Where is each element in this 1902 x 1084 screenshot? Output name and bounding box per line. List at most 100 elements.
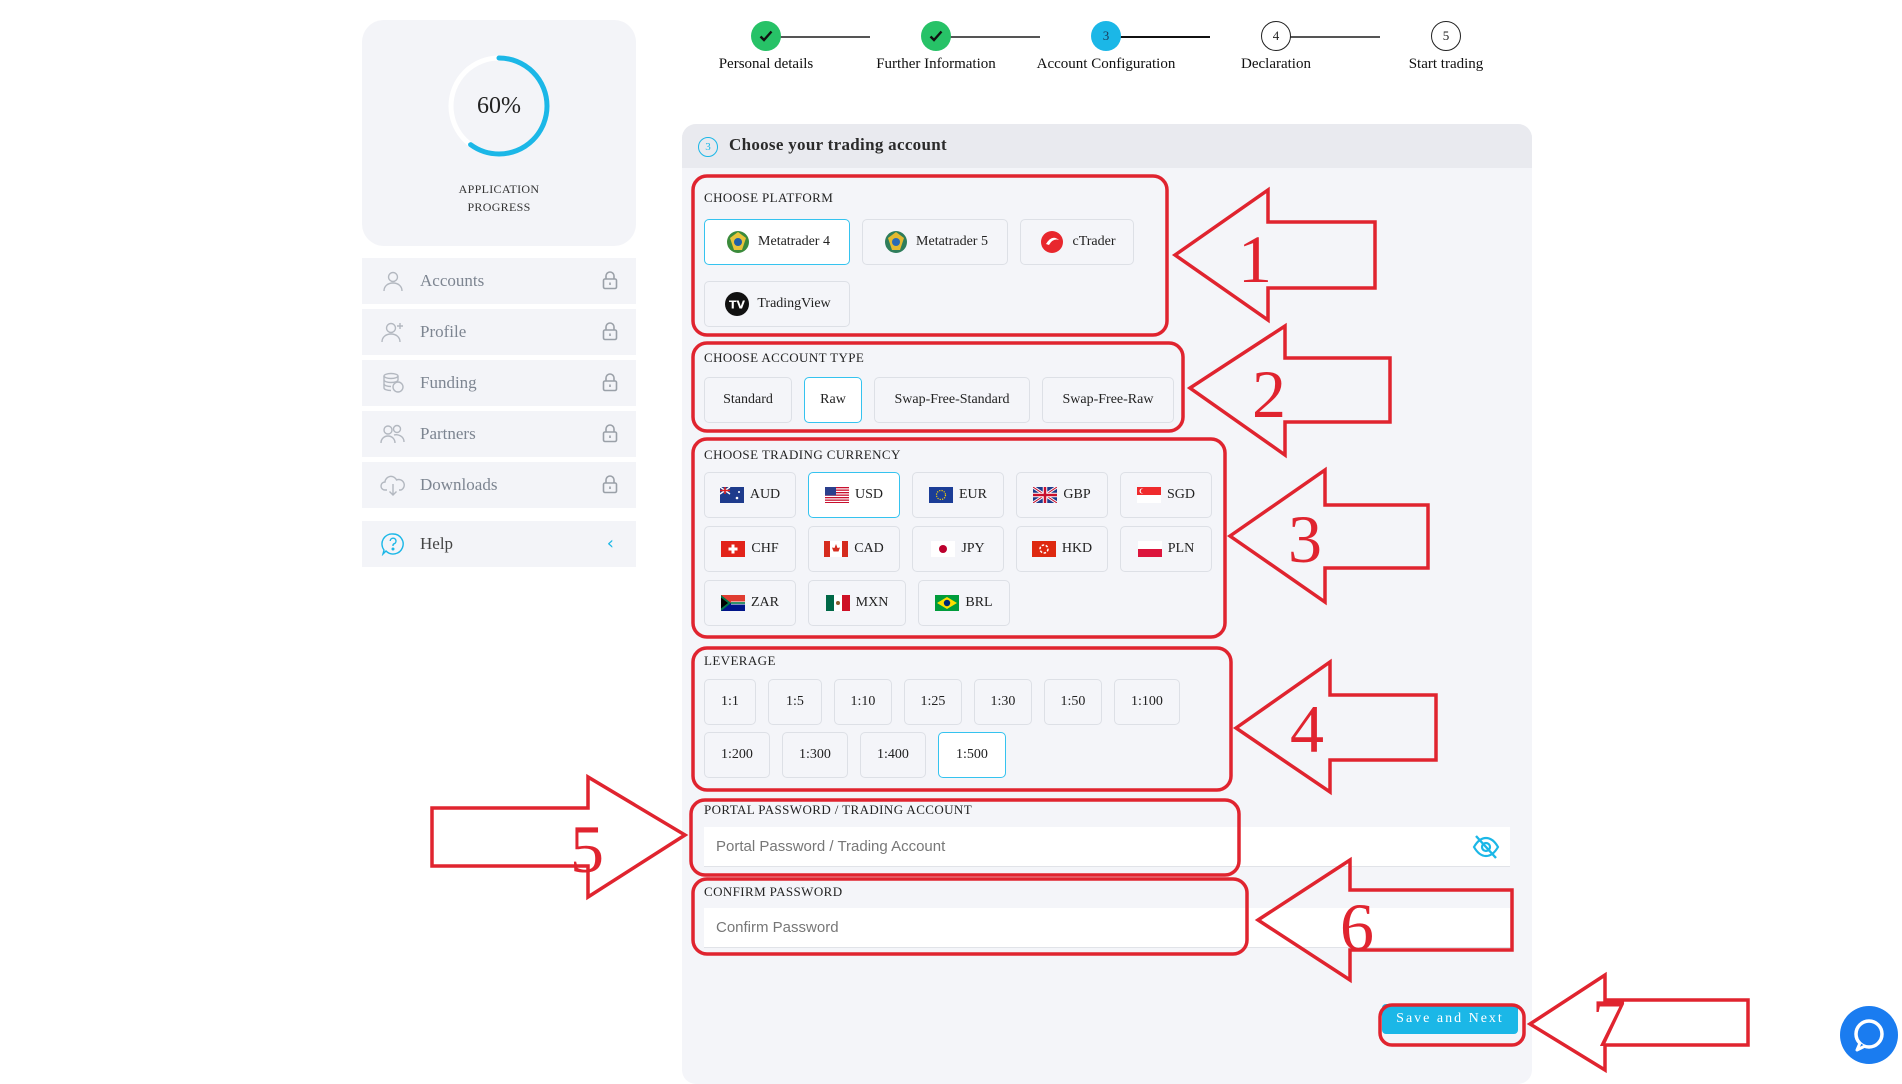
currency-label: CHOOSE TRADING CURRENCY <box>704 447 901 462</box>
confirm-password-field[interactable]: Confirm Password <box>704 908 1510 948</box>
currency-option-hkd[interactable]: HKD <box>1016 526 1108 572</box>
user-plus-icon <box>380 319 406 345</box>
annotation-number-5: 5 <box>570 811 604 887</box>
platform-option-mt5[interactable]: Metatrader 5 <box>862 219 1008 265</box>
sidebar-item-profile[interactable]: Profile <box>362 309 636 355</box>
sidebar-item-downloads[interactable]: Downloads <box>362 462 636 508</box>
leverage-option[interactable]: 1:10 <box>834 679 892 725</box>
hong-kong-flag-icon <box>1031 541 1056 557</box>
sidebar-item-label: Help <box>420 534 454 553</box>
sidebar-item-funding[interactable]: Funding <box>362 360 636 406</box>
platform-option-tradingview[interactable]: TV TradingView <box>704 281 850 327</box>
trading-account-card: 3 Choose your trading account CHOOSE PLA… <box>682 124 1532 1084</box>
password-label: PORTAL PASSWORD / TRADING ACCOUNT <box>704 802 973 817</box>
leverage-option[interactable]: 1:100 <box>1114 679 1180 725</box>
currency-option-aud[interactable]: AUD <box>704 472 796 518</box>
sidebar-item-label: Accounts <box>420 271 485 290</box>
step-connector <box>1276 36 1380 38</box>
switzerland-flag-icon <box>721 541 746 557</box>
leverage-option-selected[interactable]: 1:500 <box>938 732 1006 778</box>
sidebar-item-accounts[interactable]: Accounts <box>362 258 636 304</box>
platform-option-mt4[interactable]: Metatrader 4 <box>704 219 850 265</box>
sidebar-item-label: Profile <box>420 322 467 341</box>
chat-launcher-button[interactable] <box>1840 1006 1898 1064</box>
password-placeholder: Portal Password / Trading Account <box>716 838 946 855</box>
user-icon <box>380 268 406 294</box>
currency-option-gbp[interactable]: GBP <box>1016 472 1108 518</box>
eye-off-icon[interactable] <box>1472 834 1500 860</box>
progress-label: APPLICATION PROGRESS <box>458 182 540 214</box>
leverage-option[interactable]: 1:25 <box>904 679 962 725</box>
currency-option-eur[interactable]: EUR <box>912 472 1004 518</box>
card-title: Choose your trading account <box>729 135 947 154</box>
svg-text:TV: TV <box>729 299 746 312</box>
step-connector <box>766 36 870 38</box>
lock-icon <box>602 270 620 292</box>
currency-option-chf[interactable]: CHF <box>704 526 796 572</box>
step-label: Account Configuration <box>1036 56 1176 72</box>
ctrader-icon <box>1041 231 1064 253</box>
sidebar-item-label: Funding <box>420 373 477 392</box>
australia-flag-icon <box>719 487 744 503</box>
lock-icon <box>602 474 620 496</box>
leverage-option[interactable]: 1:50 <box>1044 679 1102 725</box>
step-connector <box>1106 36 1210 38</box>
currency-option-mxn[interactable]: MXN <box>808 580 906 626</box>
lock-icon <box>602 372 620 394</box>
account-type-label: CHOOSE ACCOUNT TYPE <box>704 350 865 365</box>
save-and-next-button[interactable]: Save and Next <box>1382 1004 1518 1034</box>
usa-flag-icon <box>824 487 849 503</box>
eu-flag-icon <box>929 487 953 503</box>
japan-flag-icon <box>931 541 956 557</box>
currency-option-sgd[interactable]: SGD <box>1120 472 1212 518</box>
sidebar-item-partners[interactable]: Partners <box>362 411 636 457</box>
leverage-label: LEVERAGE <box>704 653 776 668</box>
currency-option-zar[interactable]: ZAR <box>704 580 796 626</box>
step-3-number: 3 <box>1091 21 1121 51</box>
currency-option-jpy[interactable]: JPY <box>912 526 1004 572</box>
step-label: Declaration <box>1241 56 1311 72</box>
step-label: Start trading <box>1408 56 1484 72</box>
platform-option-ctrader[interactable]: cTrader <box>1020 219 1134 265</box>
uk-flag-icon <box>1033 487 1058 503</box>
currency-option-usd[interactable]: USD <box>808 472 900 518</box>
canada-flag-icon <box>824 541 849 557</box>
step-connector <box>936 36 1040 38</box>
arrow-7 <box>1526 971 1750 1074</box>
progress-ring <box>448 55 550 157</box>
poland-flag-icon <box>1137 541 1162 557</box>
currency-option-pln[interactable]: PLN <box>1120 526 1212 572</box>
leverage-option[interactable]: 1:200 <box>704 732 770 778</box>
leverage-option[interactable]: 1:1 <box>704 679 756 725</box>
platform-label: CHOOSE PLATFORM <box>704 190 834 205</box>
step-label: Personal details <box>718 56 814 72</box>
account-type-option-raw[interactable]: Raw <box>804 377 862 423</box>
leverage-option[interactable]: 1:30 <box>974 679 1032 725</box>
mexico-flag-icon <box>825 595 850 611</box>
lock-icon <box>602 423 620 445</box>
account-type-option-swap-free-raw[interactable]: Swap-Free-Raw <box>1042 377 1174 423</box>
confirm-password-placeholder: Confirm Password <box>716 919 839 936</box>
section-number-badge: 3 <box>698 137 718 157</box>
sidebar-item-help[interactable]: Help ‹ <box>362 521 636 567</box>
coins-icon <box>380 370 406 396</box>
metatrader-4-icon <box>727 231 750 253</box>
question-icon <box>380 531 406 557</box>
sidebar-item-label: Partners <box>420 424 476 443</box>
account-type-option-swap-free-standard[interactable]: Swap-Free-Standard <box>874 377 1030 423</box>
leverage-option[interactable]: 1:400 <box>860 732 926 778</box>
currency-option-brl[interactable]: BRL <box>918 580 1010 626</box>
progress-value: 60% <box>477 93 521 119</box>
lock-icon <box>602 321 620 343</box>
password-field[interactable]: Portal Password / Trading Account <box>704 827 1510 867</box>
brazil-flag-icon <box>935 595 960 611</box>
chevron-left-icon: ‹ <box>606 533 614 554</box>
currency-option-cad[interactable]: CAD <box>808 526 900 572</box>
card-header: 3 Choose your trading account <box>682 124 1532 168</box>
step-5-number: 5 <box>1431 21 1461 51</box>
leverage-option[interactable]: 1:5 <box>768 679 822 725</box>
step-2-check-icon <box>921 21 951 51</box>
leverage-option[interactable]: 1:300 <box>782 732 848 778</box>
account-type-option-standard[interactable]: Standard <box>704 377 792 423</box>
sidebar-item-label: Downloads <box>420 475 498 494</box>
